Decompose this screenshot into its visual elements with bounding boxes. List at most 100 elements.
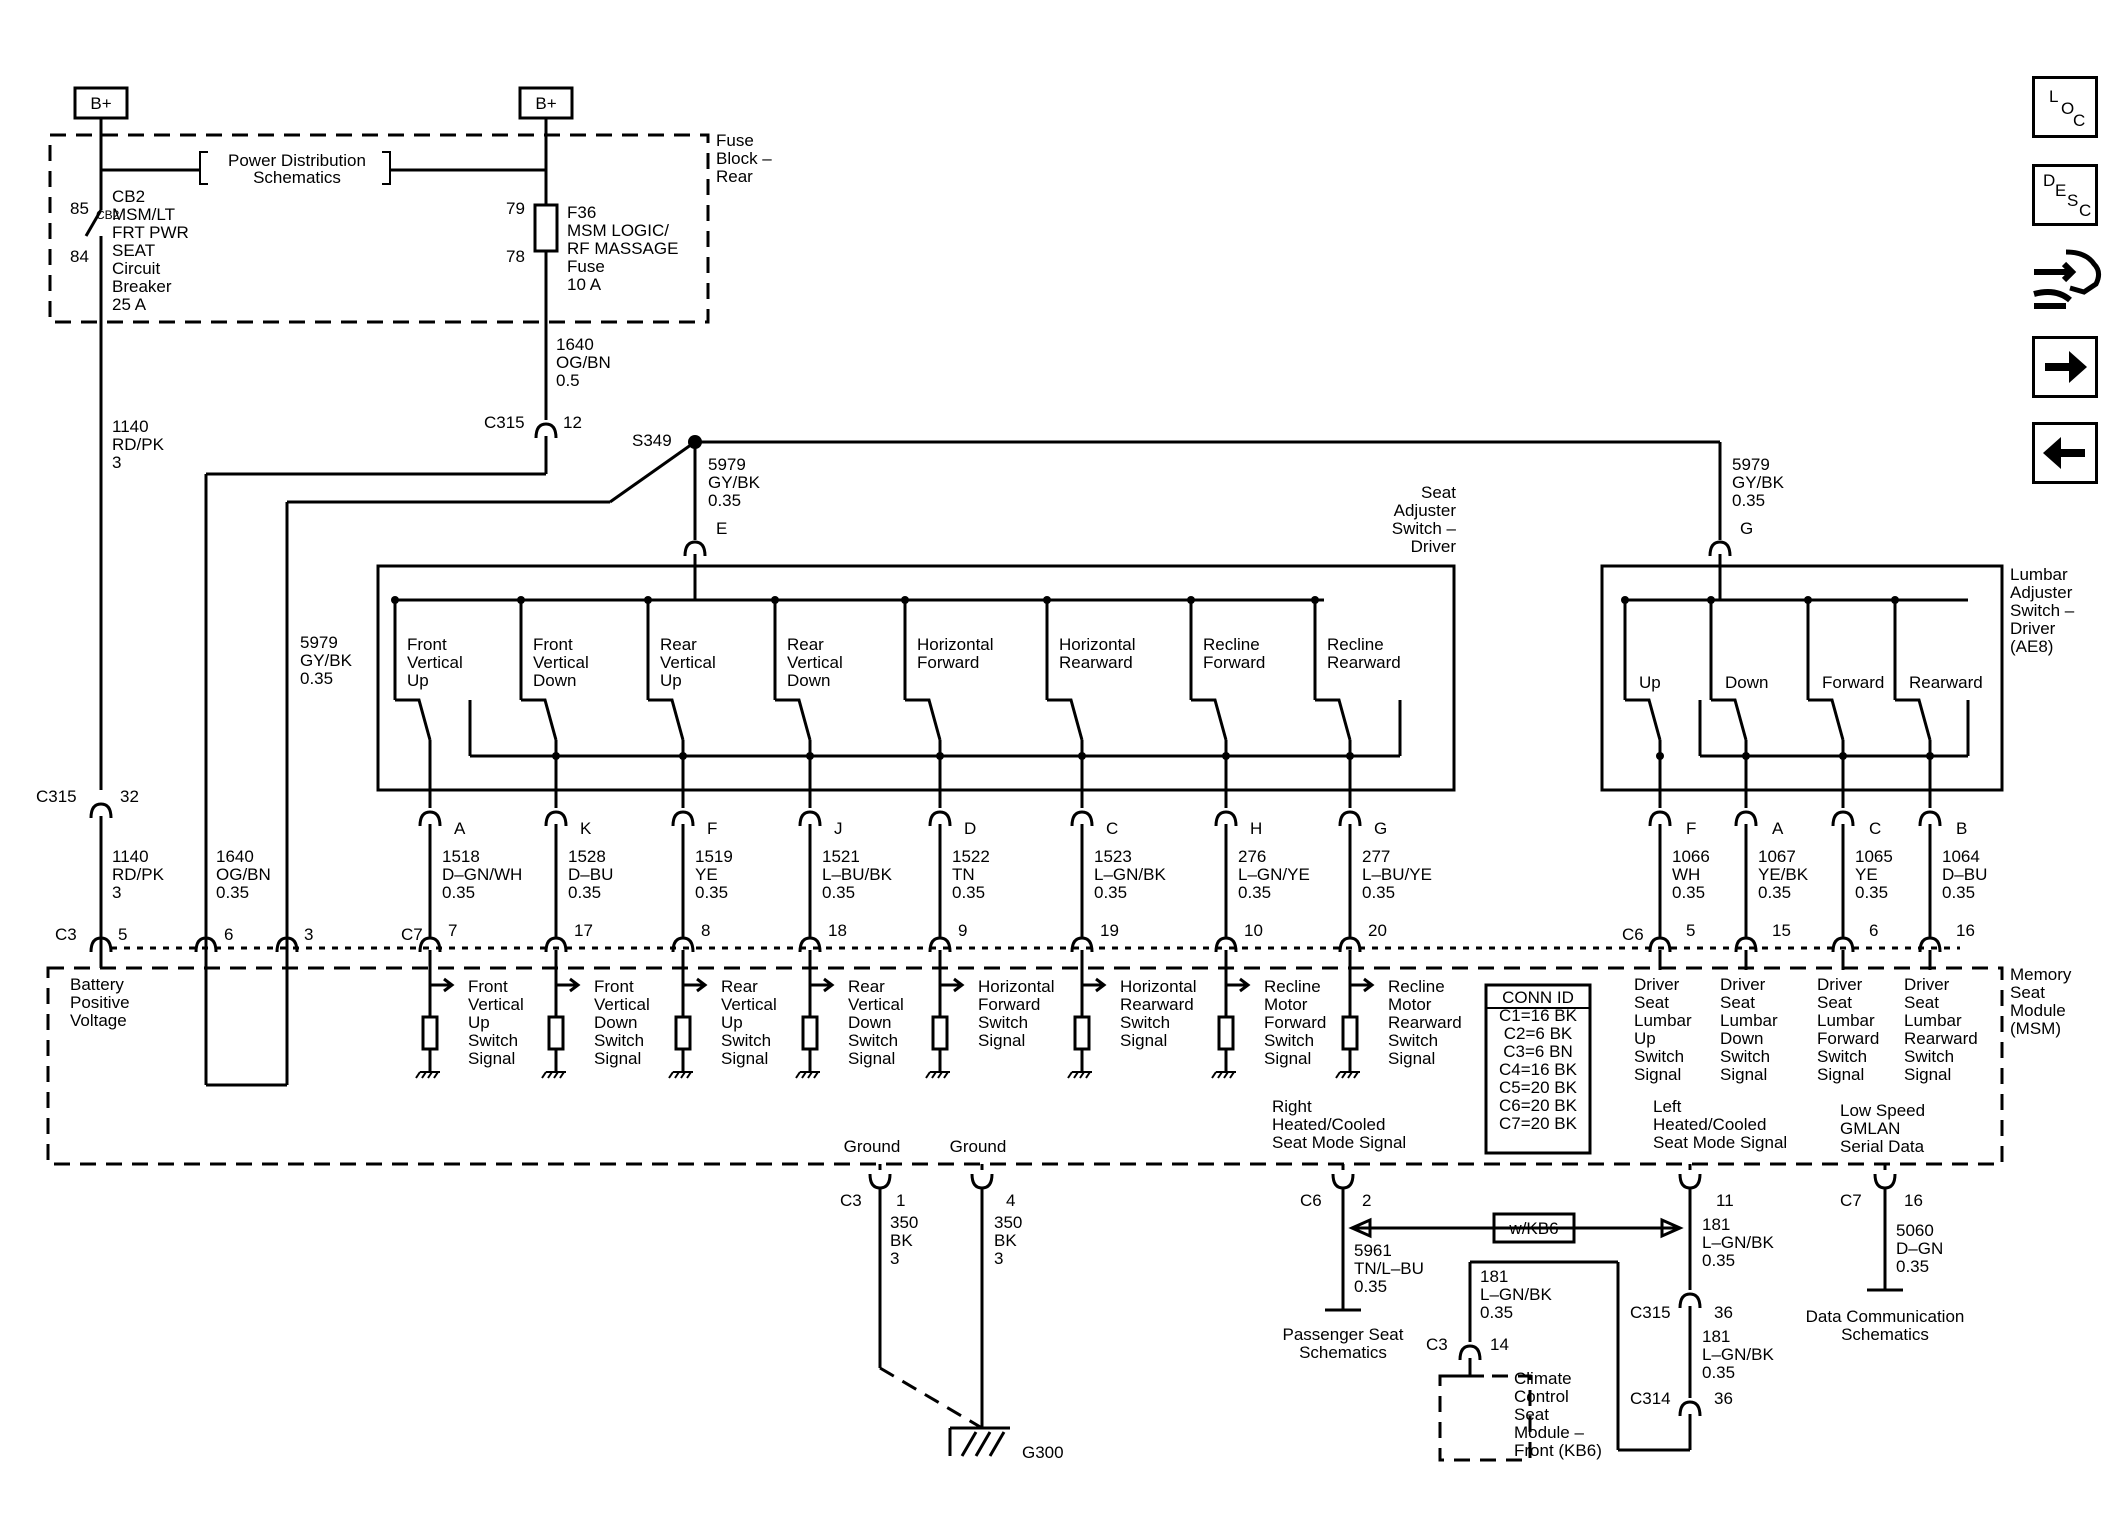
switch-connector-6 xyxy=(1214,810,1238,827)
seat-switch-title-line: Switch – xyxy=(1392,519,1457,538)
lumbar-bus-dot xyxy=(1891,596,1899,604)
climate-module-outline xyxy=(1438,1374,1532,1462)
pds-bracket-left xyxy=(199,151,208,185)
switch-pin-4: D xyxy=(964,819,976,838)
signal-label-2-line: Vertical xyxy=(721,995,777,1014)
signal-wire-label-1-line: D–BU xyxy=(568,865,613,884)
c7-pin-3: 18 xyxy=(828,921,847,940)
lumbar-pin-3: B xyxy=(1956,819,1967,838)
signal-label-2-line: Rear xyxy=(721,977,758,996)
c7-bottom-label: C7 xyxy=(1840,1191,1862,1210)
loc-button[interactable]: L O C xyxy=(2032,76,2098,138)
switch-label-1-line: Front xyxy=(533,635,573,654)
ground-conn-1 xyxy=(868,1173,892,1190)
lumbar-signal-1-line: Seat xyxy=(1720,993,1755,1012)
c315-bottom-label: C315 xyxy=(1630,1303,1671,1322)
lumbar-signal-3-line: Seat xyxy=(1904,993,1939,1012)
gmlan-label-line: GMLAN xyxy=(1840,1119,1900,1138)
switch-pin-1: K xyxy=(580,819,592,838)
arrow-2 xyxy=(683,977,708,993)
lumbar-wire-label-0-line: 0.35 xyxy=(1672,883,1705,902)
c7-pin-5: 19 xyxy=(1100,921,1119,940)
loc-letter-l: L xyxy=(2049,87,2059,106)
component-locator-icon[interactable] xyxy=(2026,244,2106,324)
switch-label-5-line: Rearward xyxy=(1059,653,1133,672)
c7-connector-6 xyxy=(1214,936,1238,953)
arrow-1 xyxy=(556,977,581,993)
lumbar-signal-2-line: Driver xyxy=(1817,975,1863,994)
w1140-label-line: RD/PK xyxy=(112,435,165,454)
cb2-label-line: 25 A xyxy=(112,295,147,314)
ground-5 xyxy=(1067,1071,1092,1079)
c6-pin11-conn xyxy=(1678,1173,1702,1190)
switch-pin-2: F xyxy=(707,819,717,838)
c6-connector-2 xyxy=(1831,936,1855,953)
lumbar-label-3: Rearward xyxy=(1909,673,1983,692)
battery-label-line: Battery xyxy=(70,975,124,994)
signal-label-3-line: Switch xyxy=(848,1031,898,1050)
f36-label-line: 10 A xyxy=(567,275,602,294)
resistor-5 xyxy=(1073,1015,1091,1051)
signal-wire-label-4-line: 1522 xyxy=(952,847,990,866)
w5979-e-label-line: 0.35 xyxy=(708,491,741,510)
c6-pin2-label: 2 xyxy=(1362,1191,1371,1210)
switch-label-6-line: Recline xyxy=(1203,635,1260,654)
conn-id-list-line: C3=6 BN xyxy=(1503,1042,1572,1061)
resistor-0 xyxy=(421,1015,439,1051)
gmlan-label-line: Serial Data xyxy=(1840,1137,1925,1156)
f36-label-line: Fuse xyxy=(567,257,605,276)
lumbar-signal-1-line: Signal xyxy=(1720,1065,1767,1084)
c7-label: C7 xyxy=(401,925,423,944)
conn-id-list-line: C2=6 BK xyxy=(1504,1024,1573,1043)
msm-title-line: Memory xyxy=(2010,965,2072,984)
signal-label-7-line: Rearward xyxy=(1388,1013,1462,1032)
switch-connector-3 xyxy=(798,810,822,827)
c6-bottom-label: C6 xyxy=(1300,1191,1322,1210)
signal-label-1-line: Down xyxy=(594,1013,637,1032)
msm-title-line: Module xyxy=(2010,1001,2066,1020)
f36-pin-79: 79 xyxy=(506,199,525,218)
c3-left-label: C3 xyxy=(55,925,77,944)
switch-connector-2 xyxy=(671,810,695,827)
c3-pin5 xyxy=(89,936,113,953)
next-button[interactable] xyxy=(2032,336,2098,398)
lumbar-signal-1-line: Down xyxy=(1720,1029,1763,1048)
lumbar-signal-3-line: Lumbar xyxy=(1904,1011,1962,1030)
c315-bottom-conn xyxy=(1678,1292,1702,1309)
c6-label: C6 xyxy=(1622,925,1644,944)
ground-splice-dash xyxy=(879,1366,983,1430)
passenger-seat-label-line: Schematics xyxy=(1299,1343,1387,1362)
switch-connector-4 xyxy=(928,810,952,827)
lumbar-switch-box xyxy=(1600,564,2004,792)
fuse-block-label-line: Block – xyxy=(716,149,772,168)
c7-pin-1: 17 xyxy=(574,921,593,940)
desc-button[interactable]: D E S C xyxy=(2032,164,2098,226)
lumbar-bus-dot xyxy=(1707,596,1715,604)
lumbar-pin-0: F xyxy=(1686,819,1696,838)
switch-label-3-line: Vertical xyxy=(787,653,843,672)
c315-top-connector xyxy=(534,422,558,439)
return-dot xyxy=(806,752,814,760)
f36-fuse xyxy=(533,203,559,253)
ground-4 xyxy=(925,1071,950,1079)
lumbar-blade-0 xyxy=(1625,698,1662,741)
lumbar-connector-1 xyxy=(1734,810,1758,827)
back-button[interactable] xyxy=(2032,422,2098,484)
f36-label-line: RF MASSAGE xyxy=(567,239,678,258)
lumbar-connector-3 xyxy=(1918,810,1942,827)
